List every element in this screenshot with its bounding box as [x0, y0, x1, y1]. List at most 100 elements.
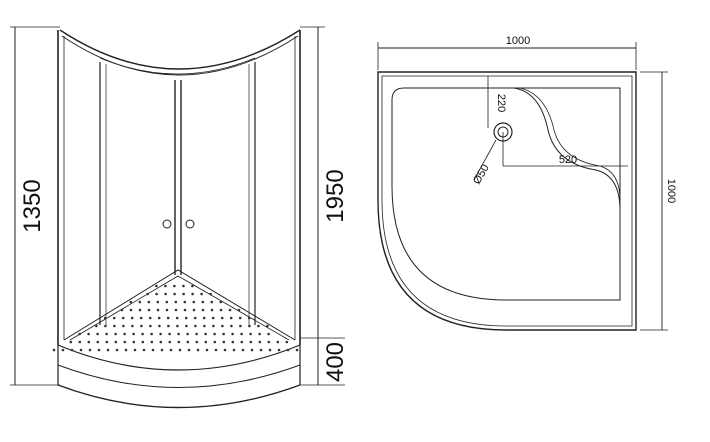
tray-dot — [249, 332, 252, 336]
tray-dot — [164, 284, 167, 288]
tray-dot — [184, 316, 188, 320]
tray-dot — [106, 348, 110, 352]
tray-dot — [192, 308, 196, 312]
tray-dot — [175, 316, 179, 320]
tray-dot — [155, 284, 158, 288]
tray-dot — [123, 340, 127, 344]
tray-dot — [286, 348, 290, 352]
tray-dot — [202, 316, 206, 320]
tray-dot — [222, 340, 226, 344]
tray-dot — [237, 308, 241, 312]
tray-dot — [164, 292, 167, 296]
tray-dot — [192, 300, 196, 304]
tray-dot — [157, 316, 161, 320]
tray-dot — [105, 340, 109, 344]
tray-dot — [167, 324, 170, 328]
tray-dot — [205, 348, 209, 352]
tray-dot — [70, 348, 74, 352]
tray-dot — [195, 340, 199, 344]
tray-dot — [257, 324, 260, 328]
tray-dot — [219, 308, 223, 312]
tray-dot — [120, 308, 124, 312]
tray-dot — [52, 348, 56, 352]
tray-dot — [247, 316, 251, 320]
tray-dot — [266, 324, 269, 328]
tray-dot — [194, 324, 197, 328]
tray-dot — [95, 324, 98, 328]
tray-dot — [231, 332, 234, 336]
tray-dot — [213, 340, 217, 344]
dimension-width-label: 1000 — [506, 35, 530, 47]
tray-dot — [122, 324, 125, 328]
tray-dot — [249, 340, 253, 344]
tray-dot — [187, 348, 191, 352]
tray-dot — [138, 308, 142, 312]
tray-dot — [132, 332, 135, 336]
tray-dot — [178, 348, 182, 352]
tray-dot — [173, 292, 176, 296]
drain-offset-x-label: 520 — [559, 154, 577, 166]
seat-area — [513, 87, 621, 211]
tray-dot — [132, 340, 136, 344]
tray-dot — [129, 308, 133, 312]
tray-dot — [158, 324, 161, 328]
shower-tray — [52, 269, 301, 409]
tray-dot — [185, 324, 188, 328]
front-view: 1350 1950 400 — [10, 26, 349, 409]
tray-dot — [210, 300, 214, 304]
tray-dot — [141, 332, 144, 336]
tray-dot — [212, 324, 215, 328]
tray-dot — [238, 316, 242, 320]
tray-dot — [195, 332, 198, 336]
drain-offset-y-label: 220 — [495, 94, 507, 112]
tray-dot — [169, 348, 173, 352]
tray-dot — [186, 332, 189, 336]
tray-texture — [52, 284, 299, 352]
handle-right-icon — [185, 219, 195, 229]
tray-dot — [228, 308, 232, 312]
tray-dot — [88, 348, 92, 352]
tray-dot — [213, 332, 216, 336]
tray-dot — [210, 308, 214, 312]
tray-dot — [285, 340, 289, 344]
tray-dot — [104, 324, 107, 328]
tray-dot — [140, 324, 143, 328]
dimension-depth-label: 1000 — [665, 179, 677, 203]
tray-dot — [146, 292, 149, 296]
tray-dot — [241, 348, 245, 352]
tray-dot — [174, 300, 178, 304]
tray-dot — [220, 316, 224, 320]
tray-dot — [259, 348, 263, 352]
tray-dot — [250, 348, 254, 352]
tray-dot — [231, 340, 235, 344]
tray-dot — [114, 332, 117, 336]
tray-dot — [200, 292, 203, 296]
tray-dot — [177, 332, 180, 336]
tray-dot — [277, 348, 281, 352]
tray-dot — [160, 348, 164, 352]
tray-dot — [156, 300, 160, 304]
tray-dot — [96, 332, 99, 336]
tray-dot — [295, 348, 299, 352]
tray-dot — [150, 340, 154, 344]
tray-dot — [240, 340, 244, 344]
tray-dot — [186, 340, 190, 344]
tray-dot — [182, 292, 185, 296]
tray-dot — [177, 340, 181, 344]
tray-dot — [182, 284, 185, 288]
tray-dot — [78, 332, 81, 336]
handle-left-icon — [162, 219, 172, 229]
tray-dot — [149, 324, 152, 328]
tray-dot — [133, 348, 137, 352]
tray-dot — [165, 308, 169, 312]
tray-dot — [61, 348, 65, 352]
tray-dot — [131, 324, 134, 328]
tray-dot — [176, 324, 179, 328]
tray-dot — [258, 332, 261, 336]
tray-dot — [276, 340, 280, 344]
tray-dot — [232, 348, 236, 352]
dimension-tray-height-label: 400 — [322, 342, 349, 382]
tray-dot — [115, 348, 119, 352]
tray-dot — [204, 340, 208, 344]
tray-dot — [193, 316, 197, 320]
